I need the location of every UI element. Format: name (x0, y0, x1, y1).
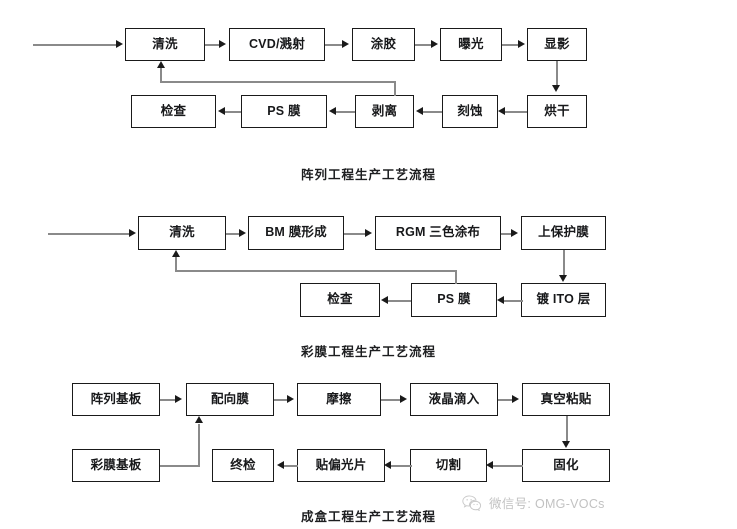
arrowhead-cf-down (559, 275, 567, 282)
caption-cell-process: 成盒工程生产工艺流程 (300, 510, 436, 524)
node-cf-psmo[interactable]: PS 膜 (411, 283, 497, 317)
arrowhead-cell-t4 (512, 394, 519, 403)
caption-array-process: 阵列工程生产工艺流程 (300, 168, 436, 182)
arrowhead-cell-down (562, 441, 570, 448)
edge-inbound-1 (33, 44, 118, 46)
wechat-icon (462, 494, 482, 511)
edge-cf-fb-v2 (175, 257, 177, 271)
edge-cf-b1 (388, 300, 411, 302)
node-cell-alignment[interactable]: 配向膜 (186, 383, 274, 416)
edge-array-t1 (205, 44, 221, 46)
node-array-qingxi[interactable]: 清洗 (125, 28, 205, 61)
node-cell-vacuum-bond[interactable]: 真空粘贴 (522, 383, 610, 416)
node-cf-qingxi[interactable]: 清洗 (138, 216, 226, 250)
edge-cell-t3 (381, 399, 401, 401)
edge-array-fb-v2 (160, 68, 162, 82)
edge-cf-fb-h (175, 270, 457, 272)
arrowhead-cf-feedback (171, 250, 180, 257)
arrowhead-array-b2 (329, 106, 336, 115)
edge-array-b4 (505, 111, 527, 113)
arrowhead-array-t2 (342, 39, 349, 48)
arrowhead-cell-b1 (277, 460, 284, 469)
edge-array-b2 (336, 111, 355, 113)
edge-cf-t1 (226, 233, 240, 235)
node-cf-baohumo[interactable]: 上保护膜 (521, 216, 606, 250)
arrowhead-array-t1 (219, 39, 226, 48)
node-array-tujiao[interactable]: 涂胶 (352, 28, 415, 61)
arrowhead-cf-b1 (381, 295, 388, 304)
node-cell-lc-drop[interactable]: 液晶滴入 (410, 383, 498, 416)
edge-cf-t3 (501, 233, 513, 235)
watermark-text: 微信号: OMG-VOCs (489, 497, 605, 511)
edge-inbound-2 (48, 233, 131, 235)
node-array-baoguang[interactable]: 曝光 (440, 28, 502, 61)
arrowhead-array-b1 (218, 106, 225, 115)
edge-array-b3 (423, 111, 442, 113)
node-array-honggan[interactable]: 烘干 (527, 95, 587, 128)
edge-cell-b3 (493, 465, 523, 467)
node-array-cvd[interactable]: CVD/溅射 (229, 28, 325, 61)
edge-cell-t4 (498, 399, 513, 401)
node-cf-rgm[interactable]: RGM 三色涂布 (375, 216, 501, 250)
edge-cell-b1 (284, 465, 298, 467)
edge-cell-b2 (391, 465, 412, 467)
node-cell-cf-substrate[interactable]: 彩膜基板 (72, 449, 160, 482)
arrowhead-cell-feedback (194, 416, 203, 423)
node-cf-bm[interactable]: BM 膜形成 (248, 216, 344, 250)
edge-cell-t1 (160, 399, 176, 401)
watermark: 微信号: OMG-VOCs (462, 493, 605, 512)
node-array-xianying[interactable]: 显影 (527, 28, 587, 61)
arrowhead-array-t4 (518, 39, 525, 48)
arrowhead-cell-t2 (287, 394, 294, 403)
edge-cell-fb-v (198, 424, 200, 466)
edge-cell-down (566, 416, 568, 442)
arrowhead-cf-t3 (511, 228, 518, 237)
edge-array-down (556, 61, 558, 87)
node-array-jiancha[interactable]: 检查 (131, 95, 216, 128)
node-array-psmo[interactable]: PS 膜 (241, 95, 327, 128)
arrowhead-inbound-2 (129, 228, 136, 237)
edge-cf-down (563, 250, 565, 276)
edge-cf-t2 (344, 233, 366, 235)
node-cell-cutting[interactable]: 切割 (410, 449, 487, 482)
node-array-boli[interactable]: 剥离 (355, 95, 414, 128)
arrowhead-cell-b3 (486, 460, 493, 469)
edge-array-t3 (415, 44, 432, 46)
arrowhead-array-t3 (431, 39, 438, 48)
edge-array-fb-v1 (394, 81, 396, 96)
arrowhead-array-feedback (156, 61, 165, 68)
edge-array-t2 (325, 44, 343, 46)
arrowhead-cell-b2 (384, 460, 391, 469)
arrowhead-cf-b2 (497, 295, 504, 304)
edge-cf-fb-v1 (455, 270, 457, 284)
node-cell-rubbing[interactable]: 摩擦 (297, 383, 381, 416)
node-array-keshi[interactable]: 刻蚀 (442, 95, 498, 128)
node-cf-ito[interactable]: 镀 ITO 层 (521, 283, 606, 317)
arrowhead-array-b4 (498, 106, 505, 115)
node-cell-final-check[interactable]: 终检 (212, 449, 274, 482)
node-cell-array-substrate[interactable]: 阵列基板 (72, 383, 160, 416)
edge-cell-t2 (274, 399, 288, 401)
node-cell-polarizer[interactable]: 贴偏光片 (297, 449, 385, 482)
edge-array-fb-h (160, 81, 396, 83)
edge-cf-b2 (504, 300, 523, 302)
arrowhead-array-b3 (416, 106, 423, 115)
arrowhead-cf-t2 (365, 228, 372, 237)
node-cf-jiancha[interactable]: 检查 (300, 283, 380, 317)
edge-array-b1 (225, 111, 241, 113)
arrowhead-cf-t1 (239, 228, 246, 237)
edge-array-t4 (502, 44, 519, 46)
arrowhead-cell-t3 (400, 394, 407, 403)
arrowhead-cell-t1 (175, 394, 182, 403)
caption-color-filter-process: 彩膜工程生产工艺流程 (300, 345, 436, 359)
edge-cell-fb-h (160, 465, 200, 467)
arrowhead-array-down (552, 85, 560, 92)
arrowhead-inbound-1 (116, 39, 123, 48)
node-cell-curing[interactable]: 固化 (522, 449, 610, 482)
